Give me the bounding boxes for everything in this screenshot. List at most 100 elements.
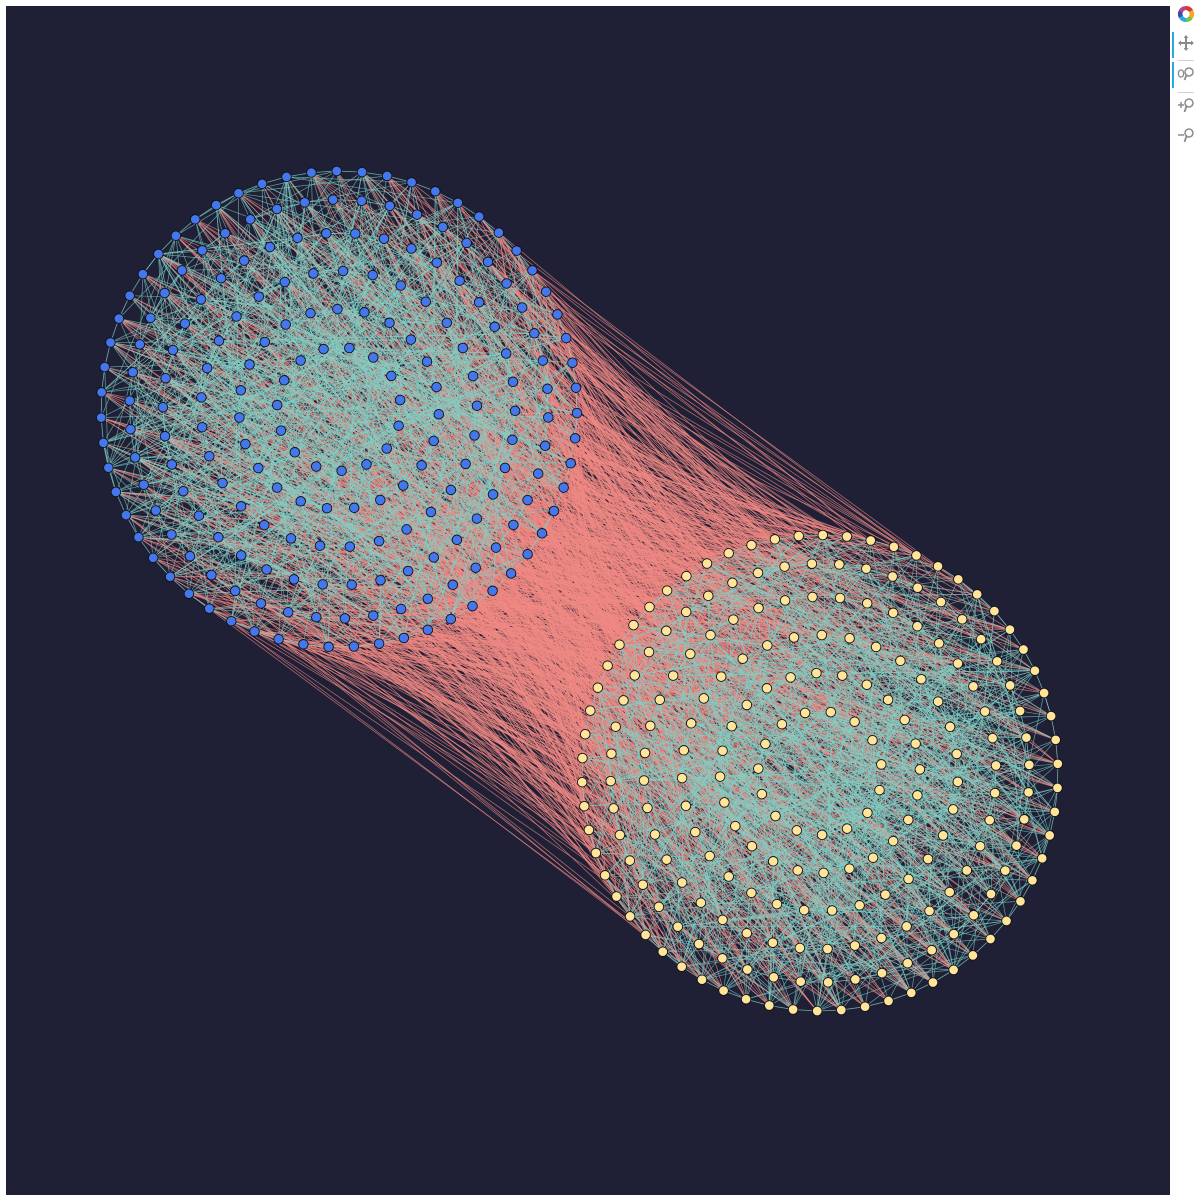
inter-edge [344, 618, 660, 701]
intra-edge [403, 261, 489, 639]
intra-edge [1016, 737, 1027, 846]
intra-edge [720, 764, 882, 777]
intra-edge [129, 400, 145, 485]
graph-node-group-a [451, 534, 463, 546]
zoom-in-tool-button[interactable] [1174, 94, 1198, 120]
intra-edge [266, 569, 352, 586]
intra-edge [285, 324, 546, 447]
graph-node-group-b [1011, 840, 1022, 851]
intra-edge [1004, 692, 1045, 871]
intra-edge [870, 540, 1029, 793]
intra-edge [258, 296, 476, 568]
graph-node-group-a [493, 227, 505, 238]
intra-edge [238, 170, 337, 194]
graph-node-group-b [746, 887, 757, 899]
intra-edge [607, 665, 912, 994]
pan-tool-button[interactable] [1172, 32, 1198, 58]
intra-edge [644, 634, 711, 754]
inter-edge [534, 332, 917, 556]
graph-node-group-b [764, 1000, 775, 1011]
intra-edge [645, 594, 978, 936]
graph-node-group-b [592, 682, 604, 693]
intra-edge [280, 430, 289, 613]
graph-plot-area[interactable] [6, 6, 1170, 1195]
intra-edge [644, 723, 692, 754]
zoom-out-tool-button[interactable] [1174, 124, 1198, 150]
intra-edge [847, 809, 954, 829]
graph-node-group-a [201, 362, 213, 374]
intra-edge [746, 787, 1058, 934]
graph-node-group-a [367, 269, 378, 281]
intra-edge [353, 499, 381, 647]
intra-edge [222, 353, 507, 484]
graph-node-group-b [836, 1004, 847, 1016]
graph-node-group-a [473, 211, 485, 222]
intra-edge [746, 704, 992, 895]
graph-node-group-b [1052, 758, 1064, 770]
graph-node-group-b [849, 940, 861, 951]
graph-node-group-a [311, 611, 322, 623]
inter-edge [316, 616, 918, 627]
intra-edge [181, 200, 362, 271]
bokeh-logo-icon[interactable] [1176, 4, 1196, 24]
intra-edge [456, 463, 466, 540]
intra-edge [666, 534, 824, 860]
intra-edge [623, 700, 703, 980]
intra-edge [456, 381, 514, 540]
intra-edge [175, 235, 186, 324]
graph-node-group-a [281, 171, 292, 183]
intra-edge [165, 377, 278, 406]
graph-node-group-b [1045, 710, 1057, 722]
intra-edge [585, 593, 978, 735]
intra-edge [629, 701, 939, 861]
graph-node-group-a [124, 290, 135, 301]
graph-node-group-b [618, 695, 629, 706]
intra-edge [135, 457, 242, 507]
intra-edge [240, 389, 475, 436]
graph-node-group-a [306, 167, 317, 178]
intra-edge [342, 270, 535, 334]
graph-node-group-b [629, 670, 640, 681]
intra-edge [708, 555, 917, 597]
intra-edge [433, 362, 573, 558]
graph-node-group-a [536, 528, 548, 539]
graph-node-group-a [337, 265, 349, 277]
intra-edge [354, 465, 422, 509]
graph-node-group-b [932, 696, 944, 707]
graph-node-group-a [539, 440, 551, 452]
graph-node-group-a [507, 376, 519, 388]
graph-node-group-b [705, 629, 716, 641]
intra-edge [649, 606, 725, 803]
intra-edge [719, 597, 841, 777]
graph-node-group-a [395, 603, 407, 615]
graph-node-group-a [522, 494, 533, 506]
wheel-zoom-tool-button[interactable] [1172, 62, 1198, 88]
intra-edge [700, 902, 932, 951]
intra-edge [728, 552, 813, 598]
graph-node-group-b [990, 760, 1002, 771]
intra-edge [103, 442, 453, 586]
intra-edge [840, 660, 901, 1011]
graph-node-group-b [742, 964, 753, 975]
graph-node-group-b [880, 889, 891, 900]
intra-edge [142, 273, 473, 607]
intra-edge [164, 226, 444, 437]
graph-node-group-a [445, 613, 457, 625]
intra-edge [342, 270, 404, 486]
intra-edge [138, 238, 385, 538]
graph-node-group-a [487, 585, 498, 597]
graph-node-group-a [487, 489, 499, 500]
intra-edge [855, 969, 954, 980]
inter-edge [495, 547, 660, 907]
intra-edge [597, 687, 723, 959]
graph-node-group-b [579, 800, 590, 812]
intra-edge [238, 175, 388, 194]
intra-edge [866, 568, 1030, 766]
intra-edge [648, 575, 687, 653]
intra-edge [775, 815, 848, 829]
graph-node-group-a [253, 291, 265, 302]
intra-edge [654, 834, 710, 857]
intra-edge [841, 819, 990, 1011]
graph-node-group-a [420, 296, 432, 307]
intra-edge [269, 205, 390, 248]
